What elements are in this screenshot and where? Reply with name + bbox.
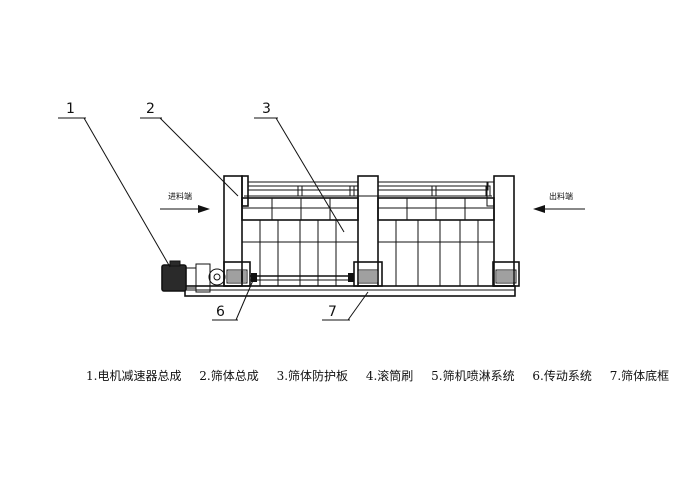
- legend-item: 1.电机减速器总成: [86, 369, 182, 383]
- screen-body: [241, 181, 495, 287]
- inlet-arrow: [160, 205, 210, 213]
- callout-6: 6: [216, 304, 225, 320]
- inlet-label: 进料端: [168, 191, 192, 201]
- callout-7: 7: [328, 304, 337, 320]
- callout-1: 1: [66, 101, 75, 117]
- base-frame: [184, 285, 516, 297]
- motor-reducer: [161, 260, 226, 293]
- drive-shaft: [250, 273, 354, 282]
- legend-item: 7.筛体底框: [609, 369, 670, 383]
- outlet-arrow: [533, 205, 585, 213]
- parts-legend: 1.电机减速器总成 2.筛体总成 3.筛体防护板 4.滚筒刷 5.筛机喷淋系统 …: [86, 367, 686, 384]
- outlet-label: 出料端: [549, 191, 573, 201]
- legend-item: 6.传动系统: [532, 369, 592, 383]
- legend-item: 3.筛体防护板: [276, 369, 349, 383]
- bearing-blocks: [223, 261, 520, 287]
- spray-rail: [244, 185, 492, 197]
- callout-2: 2: [146, 101, 155, 117]
- leader-lines: [58, 117, 369, 321]
- legend-item: 2.筛体总成: [199, 369, 259, 383]
- callout-3: 3: [262, 101, 271, 117]
- legend-item: 5.筛机喷淋系统: [431, 369, 515, 383]
- legend-item: 4.滚筒刷: [365, 369, 414, 383]
